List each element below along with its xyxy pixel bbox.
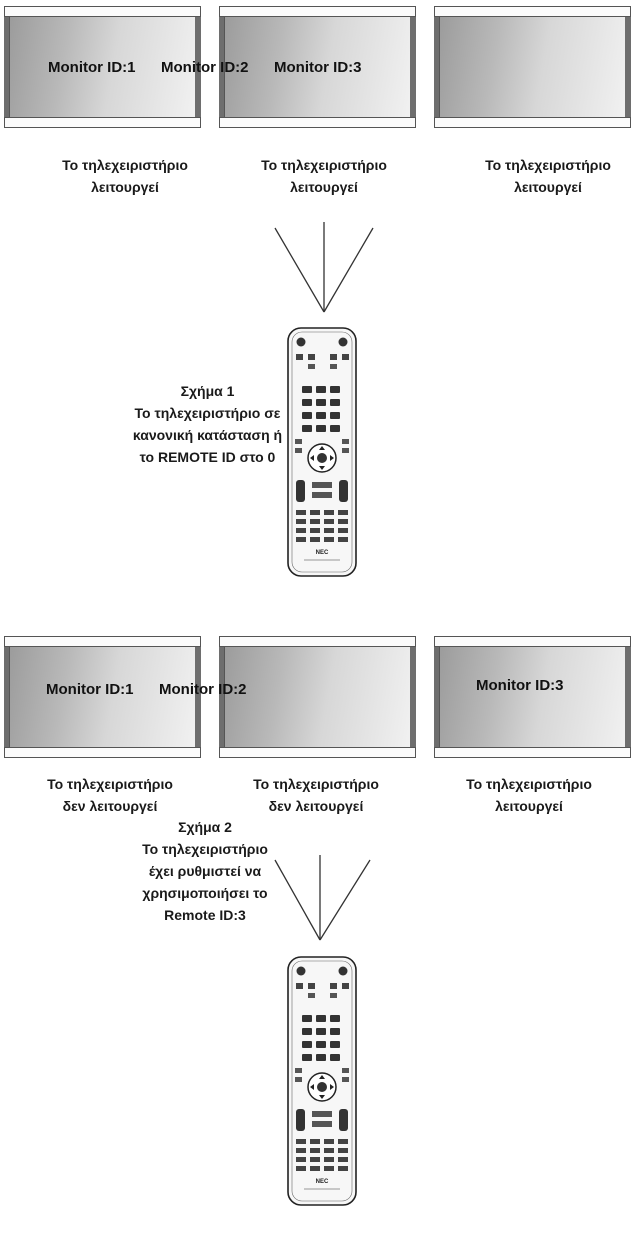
monitor-id-label: Monitor ID:1 — [48, 59, 136, 76]
remote-status-1: Το τηλεχειριστήριο δεν λειτουργεί — [47, 776, 173, 814]
monitor-1 — [4, 636, 201, 758]
monitor-id-label: Monitor ID:3 — [274, 59, 362, 76]
monitor-id-label: Monitor ID:2 — [159, 681, 247, 698]
monitor-id-label: Monitor ID:2 — [161, 59, 249, 76]
figure-caption: Σχήμα 2 Το τηλεχειριστήριο έχει ρυθμιστε… — [142, 819, 268, 923]
remote-status-3: Το τηλεχειριστήριο λειτουργεί — [466, 776, 592, 814]
remote-status-1: Το τηλεχειριστήριο λειτουργεί — [62, 157, 188, 195]
figure-1: Monitor ID:1 Monitor ID:2 Monitor ID:3 Τ… — [0, 0, 637, 606]
monitor-2 — [219, 6, 416, 128]
monitor-screen — [439, 17, 626, 117]
remote-control-icon: NEC — [286, 955, 358, 1207]
figure-2: Monitor ID:1 Monitor ID:2 Monitor ID:3 Τ… — [0, 636, 637, 1242]
remote-status-2: Το τηλεχειριστήριο δεν λειτουργεί — [253, 776, 379, 814]
ir-signal-lines — [274, 855, 371, 941]
monitor-screen — [224, 647, 411, 747]
remote-status-2: Το τηλεχειριστήριο λειτουργεί — [261, 157, 387, 195]
monitor-3 — [434, 6, 631, 128]
svg-text:NEC: NEC — [316, 550, 329, 556]
ir-signal-lines — [274, 222, 374, 313]
monitor-id-label: Monitor ID:3 — [476, 677, 564, 694]
svg-text:NEC: NEC — [316, 1179, 329, 1185]
monitor-screen — [224, 17, 411, 117]
remote-status-3: Το τηλεχειριστήριο λειτουργεί — [485, 157, 611, 195]
remote-control-icon: NEC — [286, 326, 358, 578]
monitor-3 — [434, 636, 631, 758]
monitor-screen — [439, 647, 626, 747]
monitor-1 — [4, 6, 201, 128]
figure-caption: Σχήμα 1 Το τηλεχειριστήριο σε κανονική κ… — [132, 383, 283, 465]
monitor-screen — [9, 647, 196, 747]
monitor-id-label: Monitor ID:1 — [46, 681, 134, 698]
monitor-2 — [219, 636, 416, 758]
